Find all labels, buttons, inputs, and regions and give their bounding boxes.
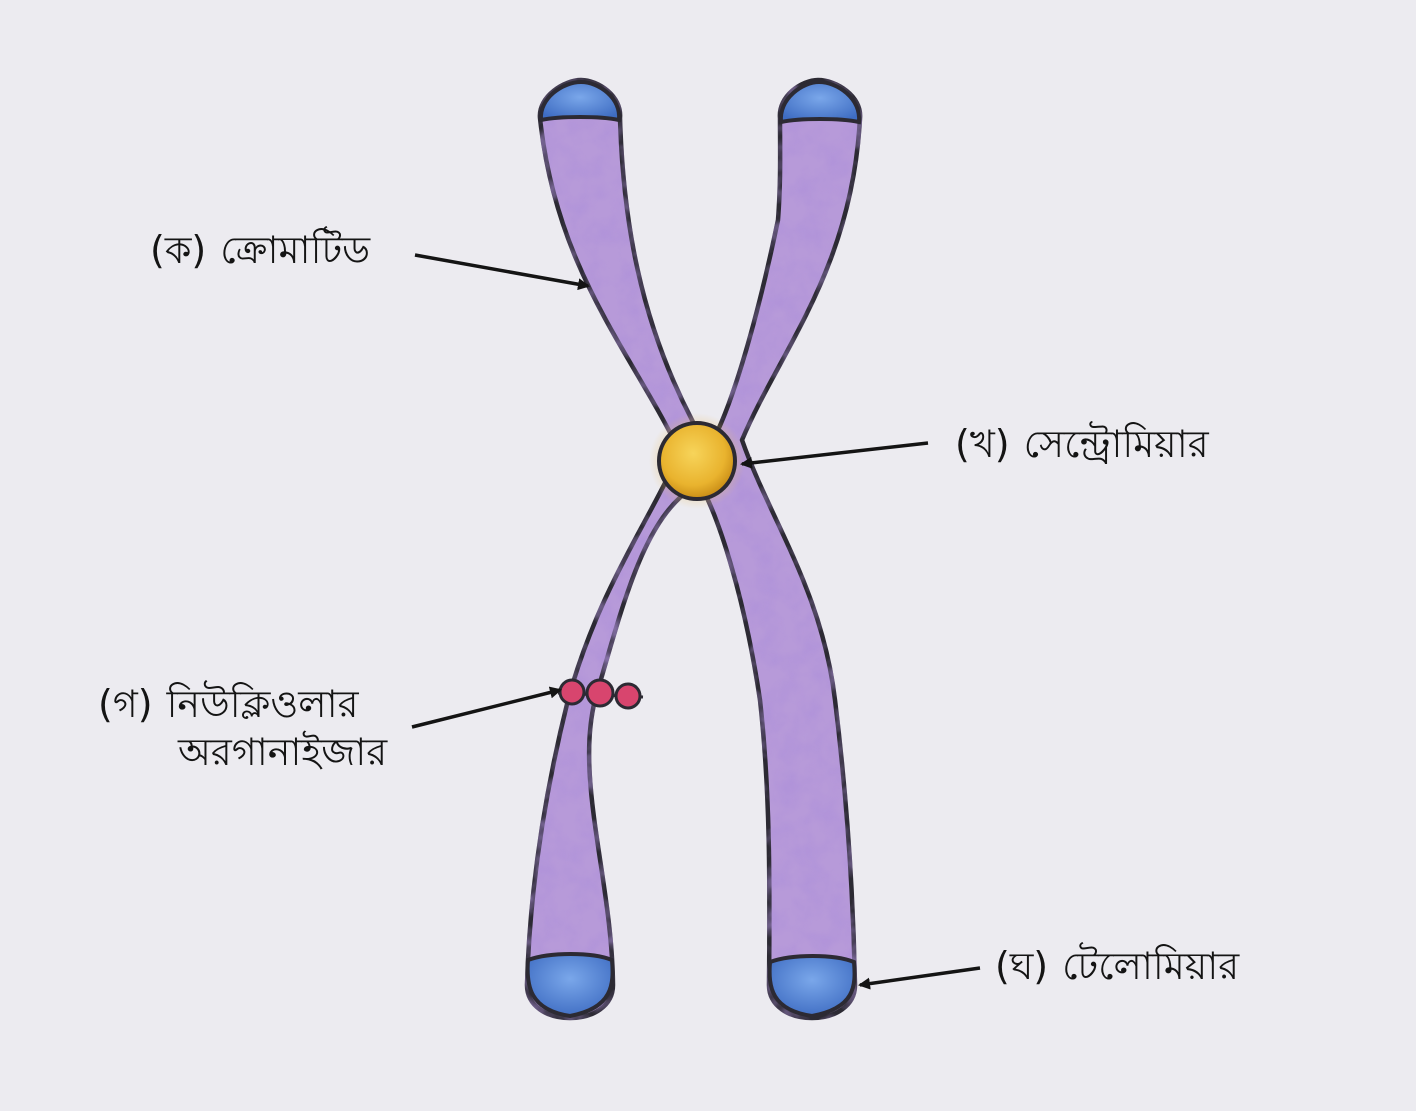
centromere-pointer-arrow <box>740 441 929 469</box>
pointer-arrows <box>411 253 981 990</box>
chromatid-label-marker: (ক) <box>150 228 207 272</box>
nucleolar-organizer-label-line2: অরগানাইজার <box>178 730 388 774</box>
telomere-pointer-arrow <box>858 966 981 990</box>
nucleolar-organizer-label: (গ) নিউক্লিওলার অরগানাইজার <box>98 680 387 776</box>
chromatid-label-text: ক্রোমাটিড <box>220 228 371 272</box>
centromere-body <box>657 421 737 501</box>
telomere-label-text: টেলোমিয়ার <box>1062 944 1240 988</box>
telomere-label: (ঘ) টেলোমিয়ার <box>995 942 1239 990</box>
telomere-bottom-left <box>525 952 615 1019</box>
centromere-label: (খ) সেন্ট্রোমিয়ার <box>955 420 1209 468</box>
telomeres <box>525 79 862 1019</box>
chromatids <box>524 77 860 1021</box>
chromatid-label: (ক) ক্রোমাটিড <box>150 226 370 274</box>
centromere-label-text: সেন্ট্রোমিয়ার <box>1023 422 1209 466</box>
nucleolar-organizer <box>557 678 644 710</box>
nucleolar-organizer-label-line1: নিউক্লিওলার <box>166 682 359 726</box>
nucleolar-organizer-pointer-arrow <box>411 686 562 729</box>
nucleolar-bead <box>585 678 615 708</box>
nucleolar-bead <box>558 678 586 706</box>
telomere-top-right <box>778 79 862 125</box>
nucleolar-organizer-label-marker: (গ) <box>98 682 153 726</box>
telomere-top-left <box>538 79 622 123</box>
telomere-label-marker: (ঘ) <box>995 944 1049 988</box>
nucleolar-bead <box>614 682 642 710</box>
centromere <box>649 413 745 509</box>
chromatid-pointer-arrow <box>414 253 590 291</box>
telomere-bottom-right <box>767 954 857 1019</box>
centromere-label-marker: (খ) <box>955 422 1010 466</box>
